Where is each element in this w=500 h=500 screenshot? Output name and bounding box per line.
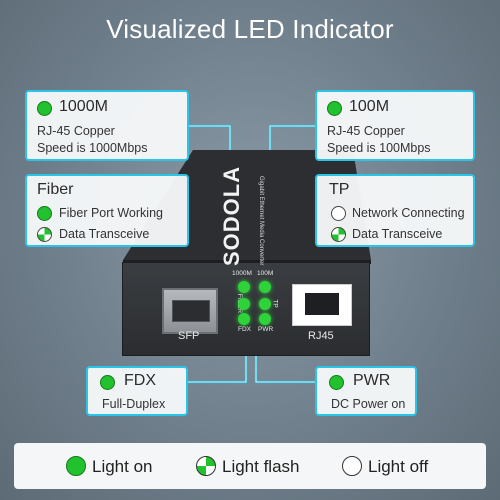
light-on-icon xyxy=(37,206,52,221)
callout-1000m-line2: Speed is 1000Mbps xyxy=(37,141,148,155)
callout-1000m-heading: 1000M xyxy=(59,98,108,115)
led-fdx xyxy=(238,313,250,325)
callout-fdx: FDX Full-Duplex xyxy=(86,366,188,416)
led-label-tp: TP xyxy=(271,299,279,308)
led-label-pwr: PWR xyxy=(258,326,274,333)
led-label-fdx: FDX xyxy=(238,326,251,333)
light-on-icon xyxy=(100,375,115,390)
light-flash-icon xyxy=(331,227,346,242)
light-off-icon xyxy=(342,456,362,476)
callout-1000m: 1000M RJ-45 Copper Speed is 1000Mbps xyxy=(25,90,189,161)
callout-tp: TP Network Connecting Data Transceive xyxy=(315,174,475,247)
sfp-port xyxy=(162,288,218,334)
legend-bar: Light on Light flash Light off xyxy=(14,443,486,489)
device-subtitle: Gigabit Ethernet Media Converter xyxy=(258,176,264,266)
callout-100m-line2: Speed is 100Mbps xyxy=(327,141,431,155)
led-tp xyxy=(259,298,271,310)
callout-fdx-heading: FDX xyxy=(124,372,156,389)
callout-fdx-line1: Full-Duplex xyxy=(102,397,166,411)
led-fiber xyxy=(238,298,250,310)
rj45-port xyxy=(292,284,352,326)
light-flash-icon xyxy=(37,227,52,242)
light-on-icon xyxy=(37,101,52,116)
callout-100m: 100M RJ-45 Copper Speed is 100Mbps xyxy=(315,90,475,161)
callout-pwr-line1: DC Power on xyxy=(331,397,406,411)
legend-light-on-label: Light on xyxy=(92,457,153,476)
led-pwr xyxy=(259,313,271,325)
brand-logo: SODOLA xyxy=(219,165,244,267)
legend-light-flash-label: Light flash xyxy=(222,457,300,476)
led-100m xyxy=(259,281,271,293)
rj45-label: RJ45 xyxy=(308,330,334,342)
callout-1000m-line1: RJ-45 Copper xyxy=(37,124,115,138)
callout-tp-row2: Data Transceive xyxy=(352,227,443,241)
callout-100m-line1: RJ-45 Copper xyxy=(327,124,405,138)
callout-fiber-row2: Data Transceive xyxy=(59,227,150,241)
sfp-label: SFP xyxy=(178,330,200,342)
page-title: Visualized LED Indicator xyxy=(106,14,394,44)
callout-pwr: PWR DC Power on xyxy=(315,366,417,416)
light-on-icon xyxy=(66,456,86,476)
callout-tp-row1: Network Connecting xyxy=(352,206,465,220)
callout-100m-heading: 100M xyxy=(349,98,390,115)
light-off-icon xyxy=(331,206,346,221)
led-1000m xyxy=(238,281,250,293)
light-on-icon xyxy=(327,101,342,116)
led-label-100m: 100M xyxy=(257,270,274,277)
callout-fiber: Fiber Fiber Port Working Data Transceive xyxy=(25,174,189,247)
led-label-1000m: 1000M xyxy=(232,270,252,277)
legend-light-off-label: Light off xyxy=(368,457,429,476)
callout-fiber-row1: Fiber Port Working xyxy=(59,206,163,220)
light-on-icon xyxy=(329,375,344,390)
callout-pwr-heading: PWR xyxy=(353,372,391,389)
callout-fiber-heading: Fiber xyxy=(37,181,74,198)
light-flash-icon xyxy=(196,456,216,476)
callout-tp-heading: TP xyxy=(329,181,350,198)
